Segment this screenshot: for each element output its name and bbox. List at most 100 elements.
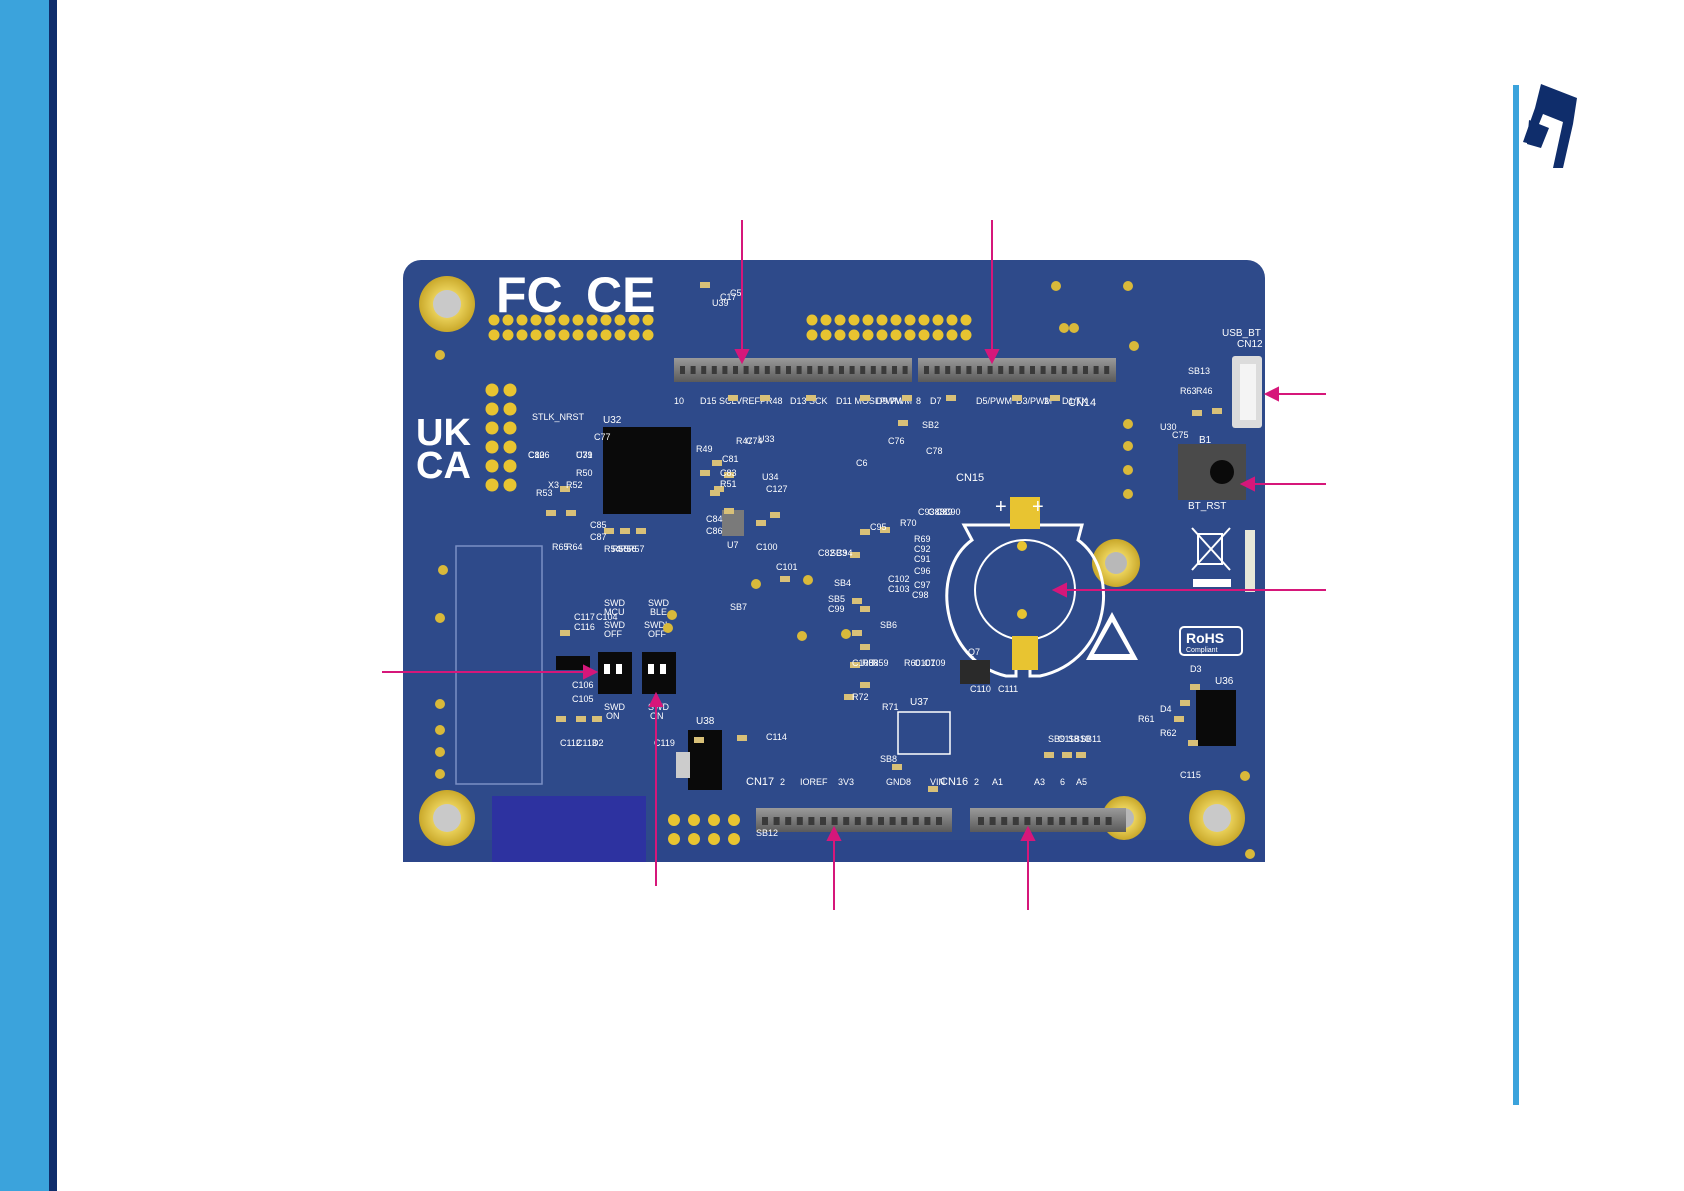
smd-component — [892, 764, 902, 770]
white-bar-right — [1245, 530, 1255, 592]
gold-pad — [485, 440, 499, 454]
u32-label: U32 — [603, 415, 622, 426]
ukca-mark-line1: UK — [416, 412, 471, 454]
component-ref-label: C5 — [730, 288, 742, 298]
header-pin — [1040, 366, 1046, 374]
component-ref-label: R50 — [576, 468, 593, 478]
component-ref-label: SB13 — [1188, 366, 1210, 376]
header-pin — [955, 366, 961, 374]
gold-pad — [516, 329, 528, 341]
via-pad — [667, 610, 677, 620]
svg-text:OFF: OFF — [604, 629, 622, 639]
component-ref-label: C119 — [654, 738, 675, 748]
smd-component — [592, 716, 602, 722]
smd-component — [902, 395, 912, 401]
smd-component — [737, 735, 747, 741]
header-pin — [1072, 366, 1078, 374]
via-pad — [435, 769, 445, 779]
header-pin-label: 8 — [906, 777, 911, 787]
header-pin — [1047, 817, 1054, 825]
via-pad — [803, 575, 813, 585]
header-pin-label: A3 — [1034, 777, 1045, 787]
gold-pad — [558, 329, 570, 341]
fcc-mark: FC — [496, 267, 563, 323]
header-pin-label: 6 — [1060, 777, 1065, 787]
svg-text:+: + — [1032, 496, 1044, 518]
b1-label: B1 — [1199, 435, 1212, 446]
gold-pad — [820, 329, 832, 341]
gold-pad — [572, 314, 584, 326]
gold-pad — [806, 314, 818, 326]
svg-text:SWD: SWD — [604, 598, 625, 608]
blue-label-patch — [492, 796, 646, 862]
component-ref-label: C113 — [576, 738, 597, 748]
header-pin — [860, 366, 866, 374]
component-ref-label: SB2 — [922, 420, 939, 430]
component-ref-label: C95 — [870, 522, 887, 532]
callout-lines — [382, 220, 1326, 910]
gold-pad — [728, 814, 740, 826]
header-pin — [1104, 366, 1110, 374]
component-ref-label: C114 — [766, 732, 787, 742]
pcb-board — [403, 260, 1265, 862]
chip-u35 — [556, 656, 590, 670]
component-ref-label: R62 — [1160, 728, 1177, 738]
bt-rst-label: BT_RST — [1188, 501, 1226, 512]
component-ref-label: R57 — [628, 544, 645, 554]
component-ref-label: C98 — [912, 590, 929, 600]
header-pins-top — [680, 366, 1110, 374]
component-ref-label: R51 — [720, 479, 737, 489]
header-pin-label: D1/TX — [1062, 396, 1088, 406]
component-ref-label: C107 — [914, 658, 936, 668]
smd-component — [860, 606, 870, 612]
svg-text:SWD: SWD — [604, 702, 625, 712]
header-pin — [796, 366, 802, 374]
header-pin — [978, 817, 984, 825]
component-ref-label: SB4 — [834, 578, 851, 588]
component-ref-label: C77 — [594, 432, 611, 442]
component-ref-label: C100 — [756, 542, 778, 552]
right-vertical-rule — [1513, 85, 1519, 1105]
header-pin — [892, 366, 897, 374]
header-pin — [854, 817, 861, 825]
header-pin — [1094, 817, 1100, 825]
component-ref-label: SB10 — [1068, 734, 1090, 744]
gold-pad — [960, 314, 972, 326]
esd-symbol-icon — [1086, 612, 1138, 660]
component-ref-label: C91 — [914, 554, 931, 564]
smd-component — [560, 630, 570, 636]
header-pin-label: IOREF — [800, 777, 828, 787]
header-pin — [1001, 817, 1008, 825]
component-ref-label: R47 — [736, 436, 753, 446]
header-pin-label: D9 PWM — [876, 396, 912, 406]
cn12-label: CN12 — [1237, 339, 1263, 350]
component-ref-label: C85 — [590, 520, 607, 530]
gold-pad-rows — [485, 314, 972, 845]
weee-bin-icon — [1191, 527, 1231, 587]
smd-component — [844, 694, 854, 700]
component-ref-label: U39 — [712, 298, 729, 308]
gold-pad — [806, 329, 818, 341]
smd-component — [1190, 684, 1200, 690]
gold-pad — [485, 402, 499, 416]
smd-component — [860, 644, 870, 650]
header-pin — [1051, 366, 1057, 374]
gold-pad — [586, 329, 598, 341]
via-pad — [435, 699, 445, 709]
component-ref-label: C115 — [1180, 770, 1201, 780]
header-pin — [817, 366, 823, 374]
component-ref-label: C80 — [528, 450, 545, 460]
component-ref-label: C86 — [706, 526, 723, 536]
gold-pad — [485, 478, 499, 492]
header-pin — [764, 366, 770, 374]
left-accent-bar — [0, 0, 57, 1191]
header-pin — [901, 817, 908, 825]
header-pin-label: 2 — [974, 777, 979, 787]
component-ref-label: C75 — [1172, 430, 1189, 440]
smd-component — [780, 576, 790, 582]
component-ref-label: C103 — [888, 584, 910, 594]
svg-text:ON: ON — [606, 711, 620, 721]
component-ref-label: C93 — [918, 507, 935, 517]
svg-text:SWDL: SWDL — [644, 620, 670, 630]
header-pin — [1036, 817, 1042, 825]
